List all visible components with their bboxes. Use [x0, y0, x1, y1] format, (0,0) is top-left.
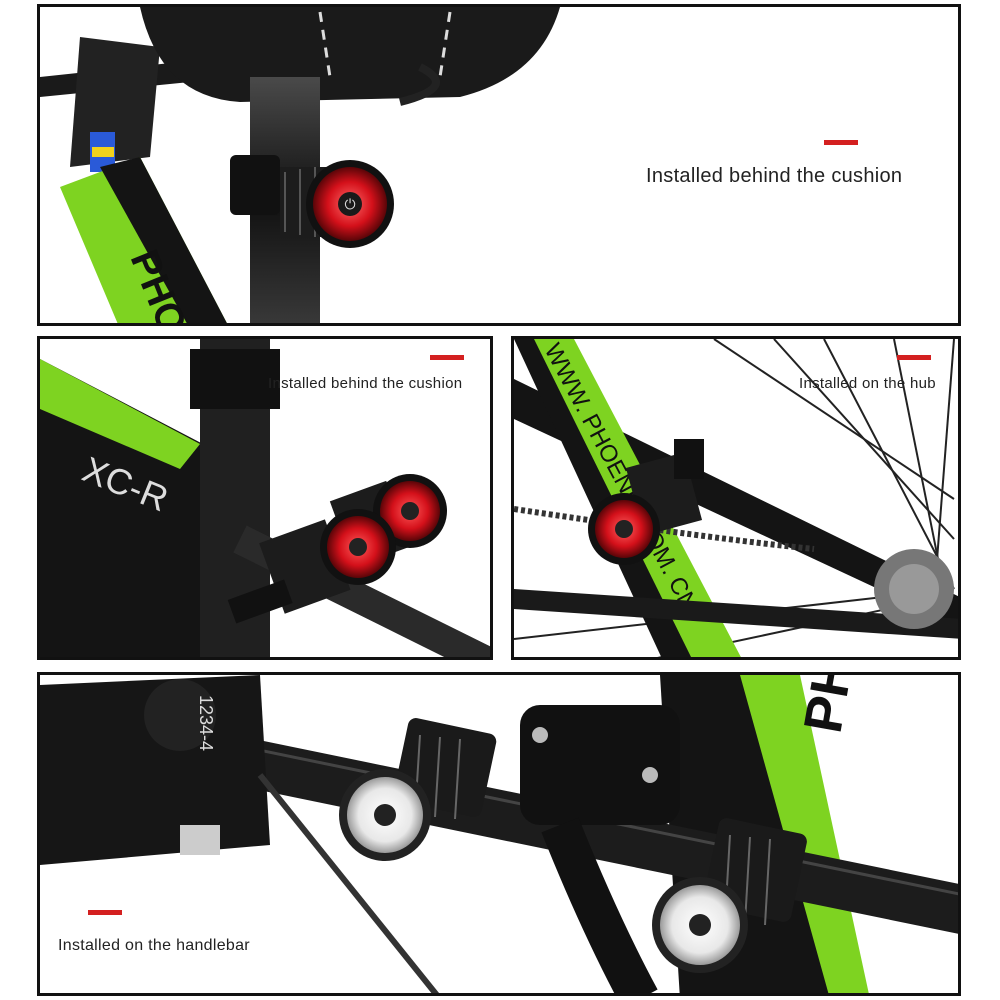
panel-hub: WWW. PHOENIX.COM. CN Installed on the hu…	[511, 336, 961, 660]
headlight-right	[652, 818, 807, 973]
handlebar-photo: PH 1234-4	[40, 675, 958, 993]
caption-hub: Installed on the hub	[799, 375, 936, 392]
panel-seat: PHOEN ⏻ Installed behind the cushion	[37, 4, 961, 326]
caption-marker	[897, 355, 931, 360]
caption-marker	[88, 910, 122, 915]
panel-frame: XC-R Installed behind the cushion	[37, 336, 493, 660]
frame-photo: XC-R	[40, 339, 490, 657]
hub-photo: WWW. PHOENIX.COM. CN	[514, 339, 958, 657]
caption-marker	[430, 355, 464, 360]
panel-handlebar: PH 1234-4 Installed on the h	[37, 672, 961, 996]
power-icon: ⏻	[344, 197, 355, 213]
caption-marker	[824, 140, 858, 145]
seat-photo: PHOEN ⏻	[40, 7, 560, 323]
frame-logo-text: PH	[793, 675, 865, 737]
caption-frame: Installed behind the cushion	[268, 375, 463, 392]
caption-handlebar: Installed on the handlebar	[58, 937, 250, 954]
headlight-left	[339, 718, 497, 861]
shifter-text: 1234-4	[196, 695, 216, 751]
caption-seat: Installed behind the cushion	[646, 165, 903, 187]
